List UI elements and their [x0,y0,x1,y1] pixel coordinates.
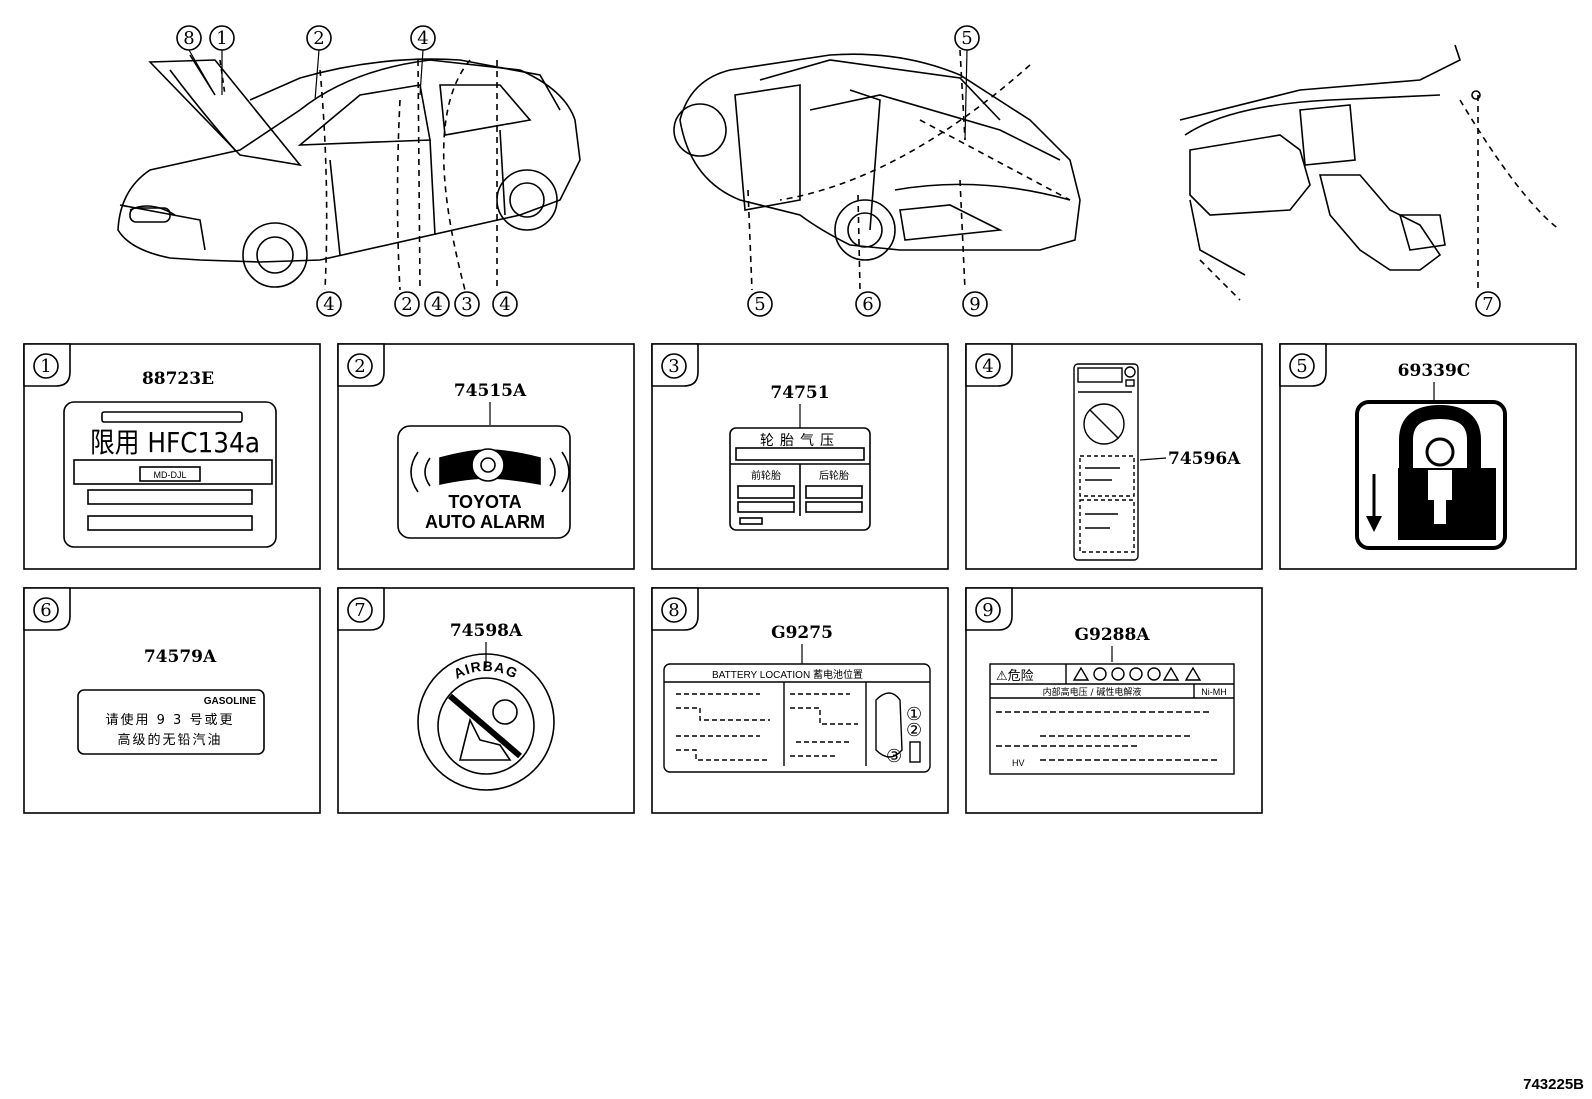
label-airbag [417,653,555,791]
label-gasoline-line2: 高级的无铅汽油 [117,732,222,748]
callout-top: 1 [216,28,227,49]
label-gasoline-top: GASOLINE [204,696,257,707]
panel-number: 2 [354,356,365,377]
interior-dashboard-view [1179,44,1561,301]
callout-bottom: 4 [499,294,510,315]
panel-number: 1 [40,356,51,377]
part-code: 74579A [144,647,217,667]
callout-bottom: 2 [401,294,412,315]
label-hv-sub: 内部高电压 / 碱性电解液 [1043,686,1142,698]
label-battery-location [663,663,931,773]
label-battery-c2: ② [906,720,922,741]
label-hfc-sub: MD-DJL [154,470,187,480]
panel-number: 8 [668,600,679,621]
callout-top: 5 [961,28,972,49]
callout-bottom: 5 [754,294,765,315]
callout-top: 8 [183,28,194,49]
panel-number: 5 [1296,356,1307,377]
label-tire-pressure [729,427,871,531]
label-gasoline [77,689,265,755]
panel-number: 4 [982,356,993,377]
label-hv-warning [989,663,1235,775]
callout-bottom: 9 [969,294,980,315]
label-hv-tag: HV [1012,758,1025,768]
panel-frames [23,343,1577,814]
callout-bottom: 3 [461,294,472,315]
label-tire-title: 轮胎气压 [760,433,840,449]
part-code: 69339C [1398,361,1471,381]
callout-bottom: 7 [1482,294,1493,315]
car-rear-view [673,49,1081,291]
label-hv-right: Ni-MH [1201,687,1227,697]
label-battery-title: BATTERY LOCATION 蓄电池位置 [712,668,863,681]
document-id: 743225B [1523,1076,1584,1093]
label-battery-c3: ③ [886,746,902,767]
part-code: G9288A [1074,625,1150,645]
panel-number: 3 [668,356,679,377]
label-gasoline-line1: 请使用 9 3 号或更 [106,712,235,728]
car-front-view [117,54,581,291]
callout-bottom: 4 [431,294,442,315]
label-tire-rear: 后轮胎 [819,469,849,482]
part-code: G9275 [771,623,833,643]
callout-circles [176,25,1501,317]
callout-top: 2 [313,28,324,49]
label-74596a [1073,363,1139,561]
label-tire-front: 前轮胎 [751,469,781,482]
part-code: 88723E [142,369,214,389]
part-code: 74751 [770,383,829,403]
label-hfc134a [63,401,277,548]
label-hv-head: ⚠危险 [996,669,1034,684]
part-code: 74598A [450,621,523,641]
callout-top: 4 [417,28,428,49]
callout-bottom: 4 [323,294,334,315]
panel-number: 6 [40,600,51,621]
label-alarm-line2: AUTO ALARM [425,512,545,532]
label-battery-c1: ① [906,704,922,725]
part-code: 74596A [1168,449,1241,469]
panel-number: 7 [354,600,365,621]
label-auto-alarm [397,425,571,539]
label-alarm-line1: TOYOTA [448,492,521,512]
callout-bottom: 6 [862,294,873,315]
label-child-lock [1355,400,1507,550]
part-code: 74515A [454,381,527,401]
label-airbag-ring: AIRBAG [451,658,521,682]
label-hfc-text: 限用 HFC134a [90,426,260,459]
panel-number: 9 [982,600,993,621]
